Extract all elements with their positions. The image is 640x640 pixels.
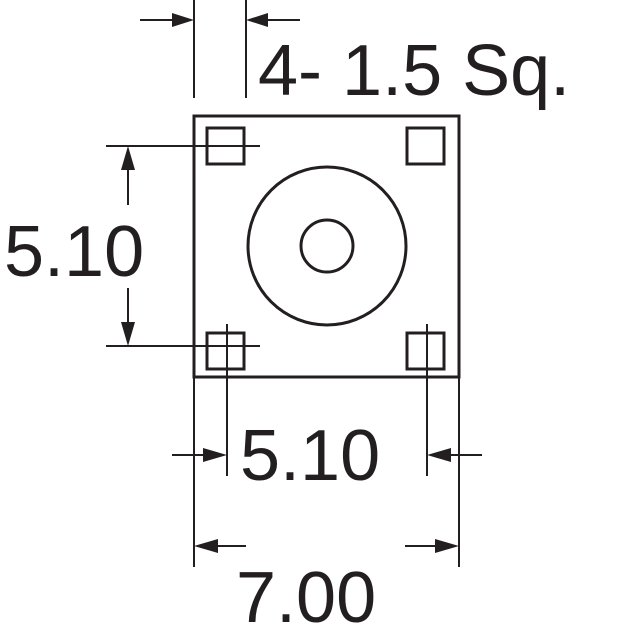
vertical-pad-pitch-label: 5.10 — [4, 212, 144, 292]
body-width-label: 7.00 — [236, 558, 376, 638]
body-width-dimension: 7.00 — [193, 377, 460, 638]
horizontal-pad-pitch-dimension: 5.10 — [172, 324, 482, 496]
body-arrow-right — [435, 539, 459, 553]
plunger-outer-circle — [246, 165, 408, 327]
switch-body-outline — [192, 114, 461, 379]
pad-top-right — [405, 126, 446, 166]
pad-bottom-right — [405, 331, 446, 371]
pad-size-arrow-left — [172, 13, 194, 27]
pad-size-note: 4- 1.5 Sq. — [258, 31, 570, 111]
vertical-arrow-bottom — [121, 322, 135, 346]
body-arrow-left — [194, 539, 218, 553]
pad-size-dimension: 4- 1.5 Sq. — [140, 0, 570, 111]
vertical-pad-pitch-dimension: 5.10 — [4, 145, 260, 347]
plunger-inner-circle — [299, 218, 355, 274]
vertical-arrow-top — [121, 146, 135, 170]
horizontal-arrow-left — [203, 448, 227, 462]
pad-size-arrow-right — [246, 13, 268, 27]
horizontal-pad-pitch-label: 5.10 — [240, 416, 380, 496]
pad-bottom-left — [205, 331, 246, 371]
horizontal-arrow-right — [427, 448, 451, 462]
